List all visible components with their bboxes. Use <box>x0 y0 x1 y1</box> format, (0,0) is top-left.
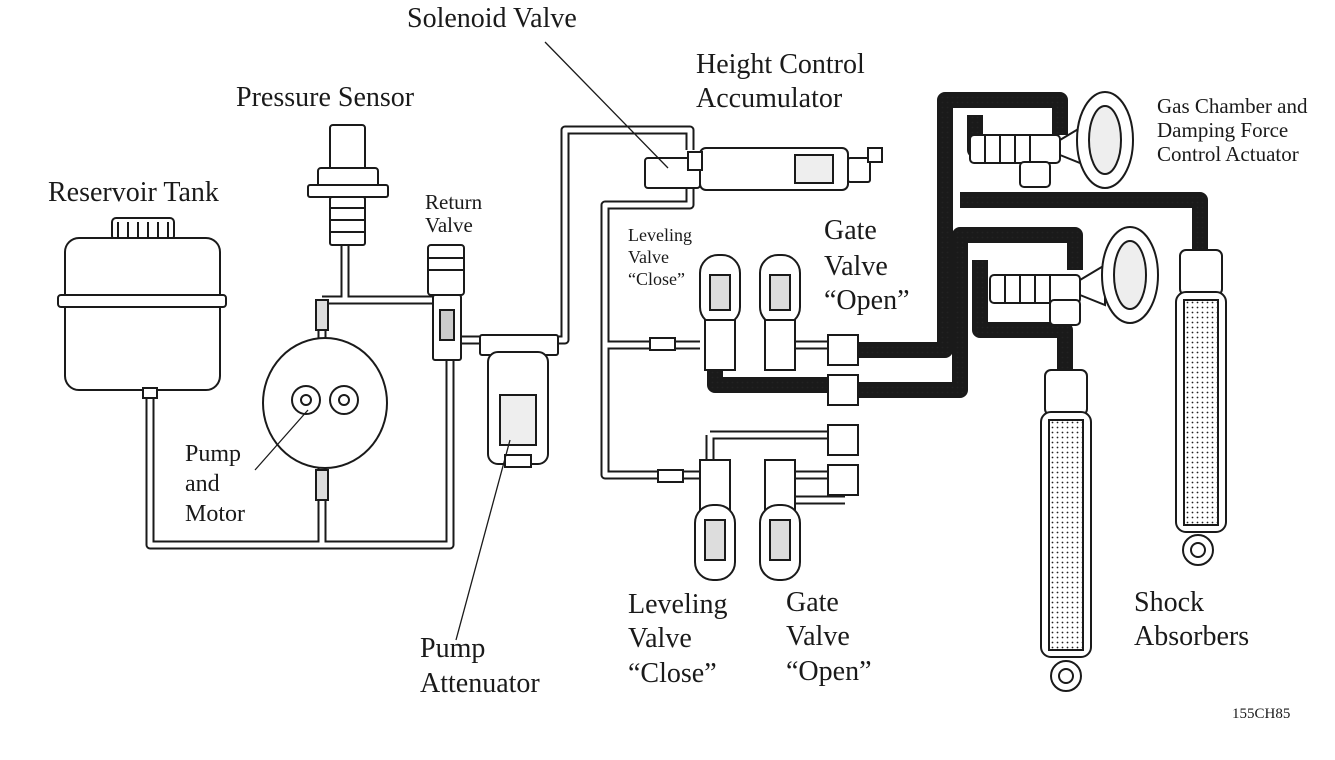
leveling-valve-lower-label-line3: “Close” <box>628 658 717 689</box>
return-valve-label-line2: Valve <box>425 213 473 237</box>
return-valve-label-line1: Return <box>425 190 483 214</box>
return-valve <box>427 244 465 361</box>
gate-valve-upper-label-line1: Gate <box>824 215 877 246</box>
gate-valve-lower-label-line3: “Open” <box>786 656 872 687</box>
height-control-accumulator-label-line1: Height Control <box>696 49 865 80</box>
leader-lines <box>254 41 669 641</box>
gas-chamber-label-line2: Damping Force <box>1157 118 1289 142</box>
leveling-valve-upper-label-line2: Valve <box>628 247 669 267</box>
pump-attenuator-label-line2: Attenuator <box>420 668 540 699</box>
shock-absorbers-label-line2: Absorbers <box>1134 621 1250 652</box>
leveling-valve-lower-label-line1: Leveling <box>628 589 728 620</box>
reservoir-tank <box>57 217 227 399</box>
figure-code: 155CH85 <box>1232 706 1291 722</box>
gas-chamber-actuator-lower <box>989 226 1159 326</box>
reservoir-tank-label: Reservoir Tank <box>48 177 219 208</box>
gas-chamber-label-line3: Control Actuator <box>1157 142 1299 166</box>
gate-valve-lower-label-line1: Gate <box>786 587 839 618</box>
pump-and-motor-label-line2: and <box>185 471 220 497</box>
gate-valve-upper-label-line2: Valve <box>824 251 888 282</box>
leveling-valve-upper <box>699 254 741 371</box>
pump-and-motor <box>262 299 388 501</box>
leveling-valve-upper-label-line1: Leveling <box>628 225 692 245</box>
valve-block <box>649 334 859 496</box>
pump-attenuator <box>479 334 559 468</box>
gas-chamber-label-line1: Gas Chamber and <box>1157 94 1308 118</box>
leveling-valve-lower <box>694 459 736 581</box>
shock-absorber-right <box>1175 249 1227 566</box>
gate-valve-upper-label-line3: “Open” <box>824 285 910 316</box>
gate-valve-upper <box>759 254 801 371</box>
pump-attenuator-label-line1: Pump <box>420 633 486 664</box>
pressure-sensor <box>307 124 389 246</box>
gate-valve-lower <box>759 459 801 581</box>
shock-absorber-left <box>1040 369 1092 692</box>
leveling-valve-lower-label-line2: Valve <box>628 623 692 654</box>
shock-absorbers-label-line1: Shock <box>1134 587 1204 618</box>
pump-and-motor-label-line1: Pump <box>185 441 242 467</box>
pump-and-motor-label-line3: Motor <box>185 501 245 527</box>
height-control-accumulator <box>644 147 883 191</box>
gate-valve-lower-label-line2: Valve <box>786 621 850 652</box>
height-control-accumulator-label-line2: Accumulator <box>696 83 843 114</box>
pressure-sensor-label: Pressure Sensor <box>236 82 415 113</box>
solenoid-valve-label: Solenoid Valve <box>407 3 577 34</box>
gas-chamber-actuator-upper <box>969 91 1134 189</box>
leveling-valve-upper-label-line3: “Close” <box>628 269 685 289</box>
